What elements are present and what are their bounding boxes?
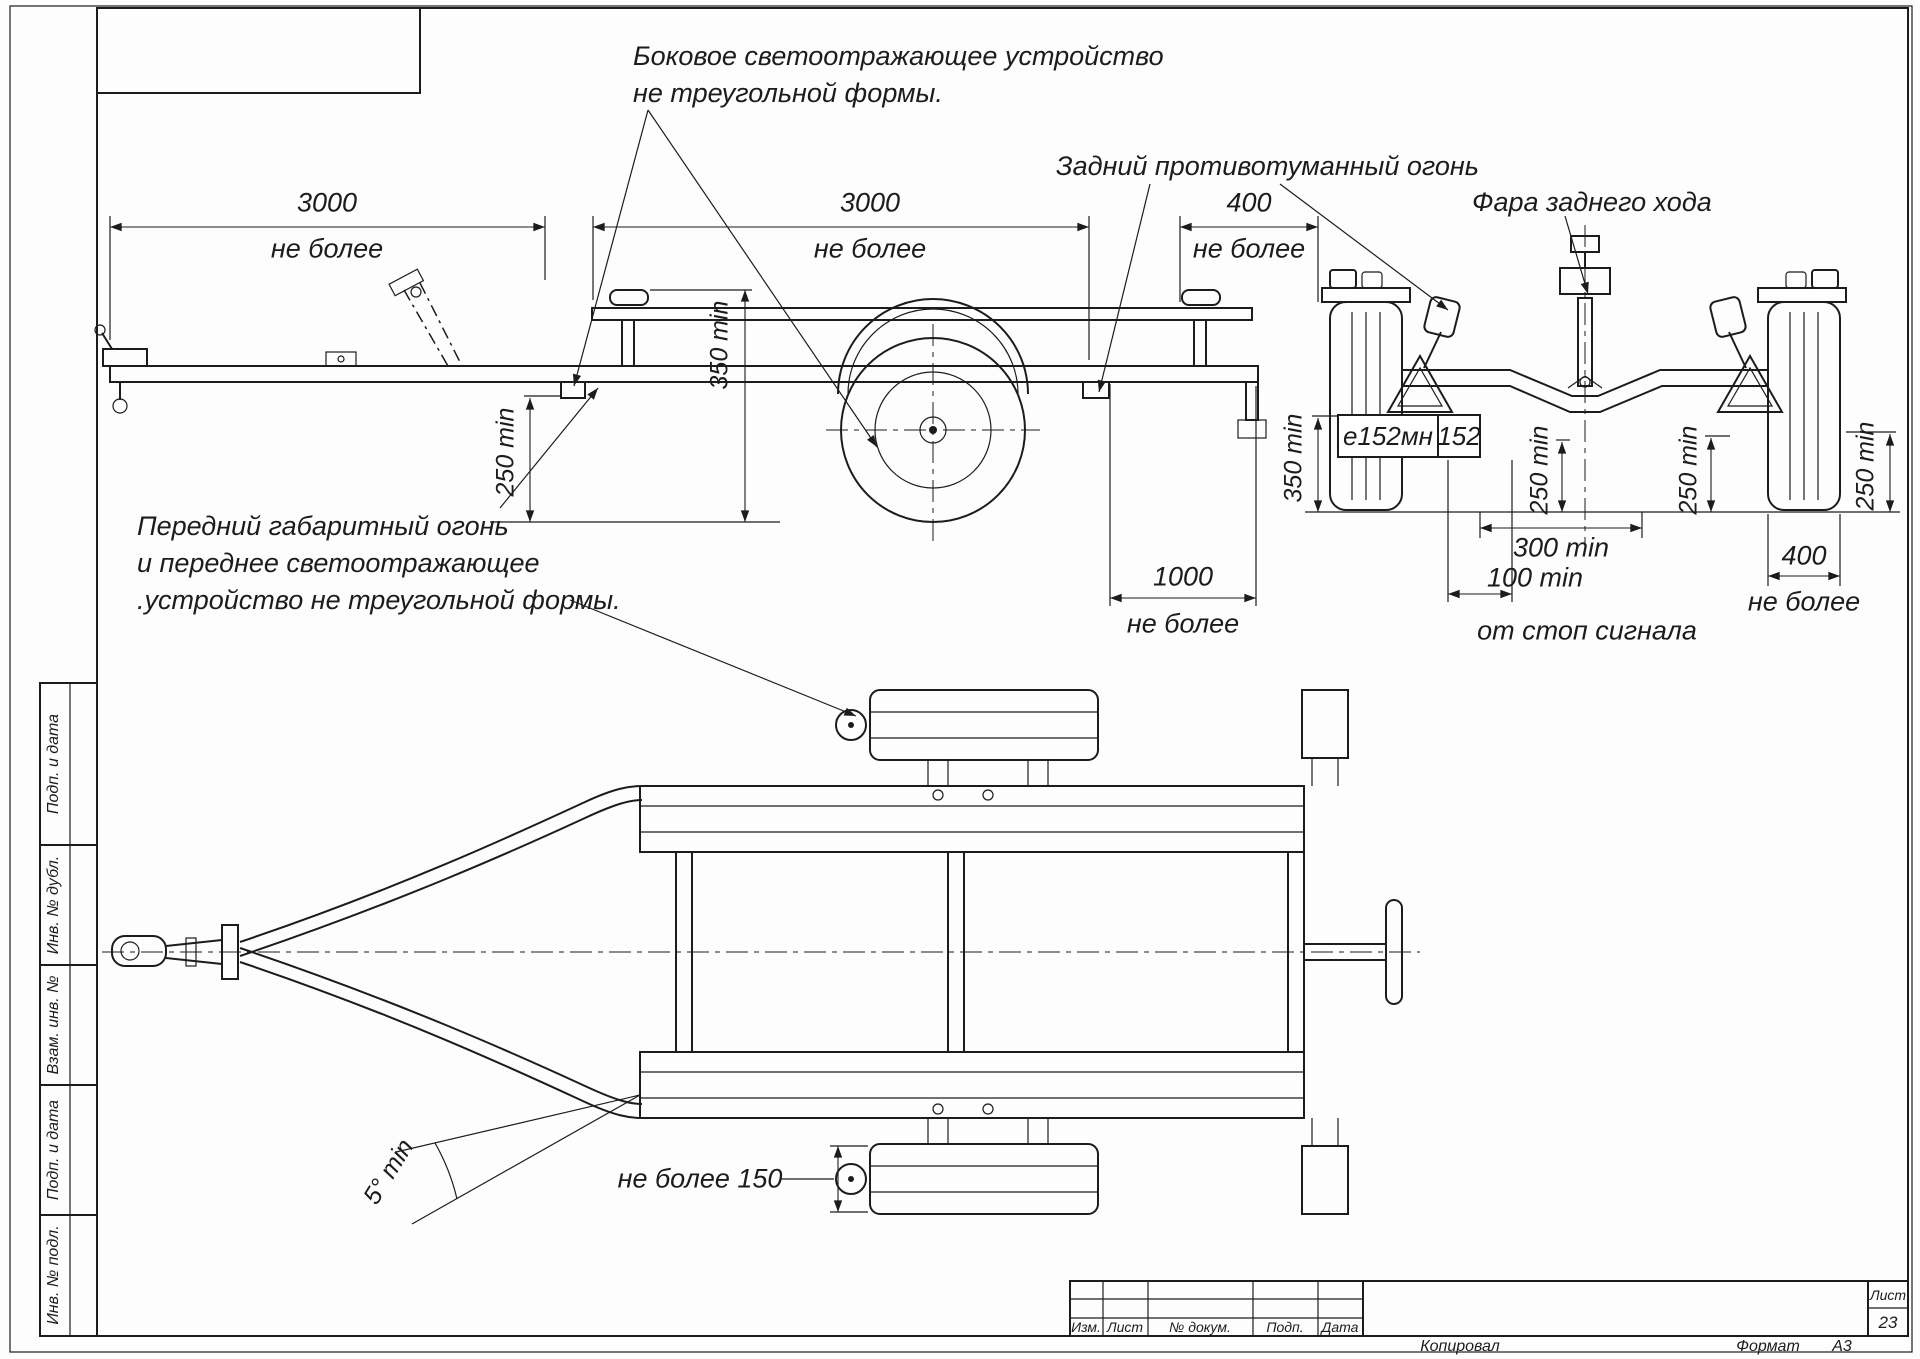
- note-front-marker: Передний габаритный огонь и переднее све…: [137, 508, 621, 619]
- dim-250-side: 250 min: [491, 407, 520, 497]
- note-front-marker-line3: .устройство не треугольной формы.: [137, 585, 621, 615]
- dim-250-rear-1: 250 min: [1525, 425, 1554, 515]
- tb-format-value: А3: [1832, 1338, 1852, 1355]
- dim-3000-2-value: 3000: [839, 187, 901, 218]
- dim-400-top-qualifier: не более: [1192, 233, 1306, 264]
- tb-sheet-number: 23: [1878, 1313, 1898, 1332]
- border-label-podp-data-1: Подп. и дата: [45, 713, 62, 815]
- corner-lamp-top: [1301, 689, 1349, 759]
- bunk-top: [835, 689, 1099, 801]
- rear-left-wheel: [1321, 269, 1411, 511]
- dim-3000-2-qualifier: не более: [813, 233, 927, 264]
- border-label-podp-data-2: Подп. и дата: [45, 1099, 62, 1201]
- note-side-reflector: Боковое светоотражающее устройство не тр…: [633, 38, 1164, 112]
- board-width-dimension: [780, 1145, 868, 1213]
- dim-1000-value: 1000: [1152, 561, 1214, 592]
- triangle-reflector-left: [1386, 353, 1454, 413]
- dim-350-rear: 350 min: [1279, 413, 1308, 503]
- note-front-marker-line2: и переднее светоотражающее: [137, 548, 540, 578]
- tb-col-podp: Подп.: [1266, 1319, 1304, 1335]
- license-plate-region: 152: [1437, 416, 1481, 456]
- dim-250-rear-2: 250 min: [1674, 425, 1703, 515]
- license-plate: е152мн 152: [1337, 414, 1481, 458]
- rear-roller: [1181, 289, 1221, 306]
- tb-sheet-label: Лист: [1869, 1287, 1907, 1303]
- hitch-top: [111, 924, 239, 980]
- winch-post-folded: [388, 268, 463, 367]
- title-block: [1069, 1280, 1909, 1337]
- winch-handle-top: [1304, 899, 1403, 1005]
- note-reverse-lamp: Фара заднего хода: [1472, 187, 1712, 217]
- rear-right-wheel: [1757, 269, 1847, 511]
- angle-dimension: [395, 1094, 641, 1225]
- triangle-reflector-right: [1716, 353, 1784, 413]
- top-left-stamp: [96, 7, 421, 94]
- dim-250-rear-3: 250 min: [1851, 421, 1880, 511]
- rear-lamp-right: [1709, 296, 1747, 369]
- tb-col-doc: № докум.: [1169, 1319, 1231, 1335]
- dim-3000-1-value: 3000: [296, 187, 358, 218]
- note-rear-fog: Задний противотуманный огонь: [1056, 151, 1479, 181]
- wheel-and-fender: [826, 298, 1040, 544]
- side-view-dimensions: [109, 216, 1319, 606]
- tb-copied: Копировал: [1420, 1338, 1500, 1355]
- dim-3000-1-qualifier: не более: [270, 233, 384, 264]
- note-front-marker-line1: Передний габаритный огонь: [137, 511, 509, 541]
- hitch-coupler: [94, 324, 148, 414]
- dim-400-top-value: 400: [1226, 187, 1272, 218]
- bunk-bottom: [835, 1103, 1099, 1215]
- border-label-inv-podl: Инв. № подл.: [45, 1225, 62, 1325]
- side-reflector-box: [560, 381, 586, 399]
- license-plate-number: е152мн: [1343, 420, 1433, 451]
- border-label-vzam-inv: Взам. инв. №: [45, 975, 62, 1075]
- note-side-reflector-line2: не треугольной формы.: [633, 78, 943, 108]
- side-view: [94, 268, 1267, 544]
- dim-400-rear-qualifier: не более: [1747, 586, 1861, 617]
- tb-format-label: Формат: [1736, 1338, 1800, 1355]
- sheet-frame: [9, 5, 1913, 1353]
- front-roller: [609, 289, 649, 306]
- tb-col-izm: Изм.: [1071, 1319, 1101, 1335]
- rear-lamp-left: [1423, 296, 1461, 369]
- border-label-inv-dubl: Инв. № дубл.: [45, 855, 62, 955]
- dim-1000-qualifier: не более: [1126, 608, 1240, 639]
- tb-col-list: Лист: [1106, 1319, 1144, 1335]
- dim-board-width: не более 150: [617, 1163, 783, 1194]
- rear-fog-lamp-box: [1082, 381, 1110, 399]
- dim-350-side: 350 min: [705, 300, 734, 390]
- tb-col-data: Дата: [1321, 1319, 1359, 1335]
- bunk-rail: [591, 289, 1253, 367]
- dim-400-rear-value: 400: [1781, 540, 1827, 571]
- fender-arc: [837, 298, 1029, 395]
- drawbar-tubes: [239, 785, 643, 1119]
- frame-rails: [639, 785, 1305, 1119]
- note-side-reflector-line1: Боковое светоотражающее устройство: [633, 41, 1164, 71]
- rear-view: [1305, 225, 1900, 548]
- main-beam: [109, 365, 1259, 383]
- dim-100-note: от стоп сигнала: [1477, 615, 1697, 646]
- dim-100-min: 100 min: [1486, 562, 1584, 593]
- corner-lamp-bottom: [1301, 1145, 1349, 1215]
- top-view: [102, 689, 1420, 1225]
- rear-view-dimensions: [1312, 415, 1896, 602]
- dim-300-min: 300 min: [1512, 532, 1610, 563]
- leader-lines: [499, 109, 1589, 717]
